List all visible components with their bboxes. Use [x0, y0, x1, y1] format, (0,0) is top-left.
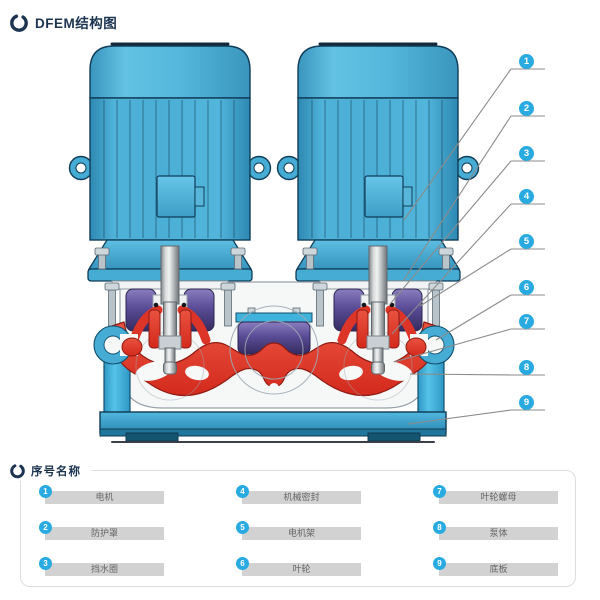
- legend-item-number: 5: [236, 521, 249, 534]
- callout-1: 1: [519, 53, 534, 69]
- legend-logo-icon: [10, 463, 25, 479]
- legend-grid: 1 电机 2 防护罩 3 挡水圈 4 机械密封 5 电机架 6 叶轮 7 叶轮螺母 8 泵体 9 底板: [39, 485, 558, 576]
- legend-item-number: 4: [236, 485, 249, 498]
- leader-lines: [389, 68, 545, 425]
- legend-item-9: 9 底板: [433, 557, 558, 576]
- legend-item-8: 8 泵体: [433, 521, 558, 540]
- callout-7: 7: [519, 313, 534, 329]
- suction-elbow-left: [93, 325, 143, 365]
- legend-item-7: 7 叶轮螺母: [433, 485, 558, 504]
- legend-item-2: 2 防护罩: [39, 521, 164, 540]
- volute-impeller: [110, 305, 438, 397]
- legend-item-1: 1 电机: [39, 485, 164, 504]
- legend-item-number: 9: [433, 557, 446, 570]
- legend-item-4: 4 机械密封: [236, 485, 361, 504]
- motor-left: [68, 42, 272, 283]
- callout-5: 5: [519, 233, 534, 249]
- legend-item-number: 2: [39, 521, 52, 534]
- legend-item-number: 6: [236, 557, 249, 570]
- legend-item-number: 3: [39, 557, 52, 570]
- base-plate: [99, 411, 447, 443]
- legend-item-name: 叶轮: [292, 564, 311, 574]
- callout-2: 2: [519, 100, 534, 116]
- callout-3: 3: [519, 145, 534, 161]
- central-manifold: [235, 307, 313, 355]
- legend-item-5: 5 电机架: [236, 521, 361, 540]
- callout-6: 6: [519, 279, 534, 295]
- callout-9: 9: [519, 394, 534, 410]
- motor-right: [276, 42, 480, 283]
- legend-item-name: 叶轮螺母: [480, 492, 517, 502]
- legend-item-name: 泵体: [489, 528, 508, 538]
- legend-header: 序号名称: [8, 461, 91, 481]
- page-title: DFEM结构图: [35, 16, 118, 31]
- header: DFEM结构图: [8, 10, 117, 34]
- legend-item-name: 电机: [95, 492, 114, 502]
- legend-item-6: 6 叶轮: [236, 557, 361, 576]
- legend-item-name: 电机架: [287, 528, 315, 538]
- legend-item-name: 机械密封: [283, 492, 320, 502]
- legend-item-number: 7: [433, 485, 446, 498]
- legend-item-name: 防护罩: [90, 528, 118, 538]
- callout-4: 4: [519, 188, 534, 204]
- legend-item-number: 8: [433, 521, 446, 534]
- pump-structure-diagram: [68, 42, 545, 443]
- callout-8: 8: [519, 359, 534, 375]
- legend-title: 序号名称: [31, 466, 81, 478]
- legend-panel: 序号名称 1 电机 2 防护罩 3 挡水圈 4 机械密封 5 电机架 6 叶轮 7 叶轮螺母 8 泵体 9 底板: [8, 461, 576, 587]
- legend-item-name: 底板: [489, 564, 508, 574]
- legend-item-3: 3 挡水圈: [39, 557, 164, 576]
- brand-logo-icon: [10, 14, 28, 32]
- legend-item-number: 1: [39, 485, 52, 498]
- legend-item-name: 挡水圈: [90, 564, 118, 574]
